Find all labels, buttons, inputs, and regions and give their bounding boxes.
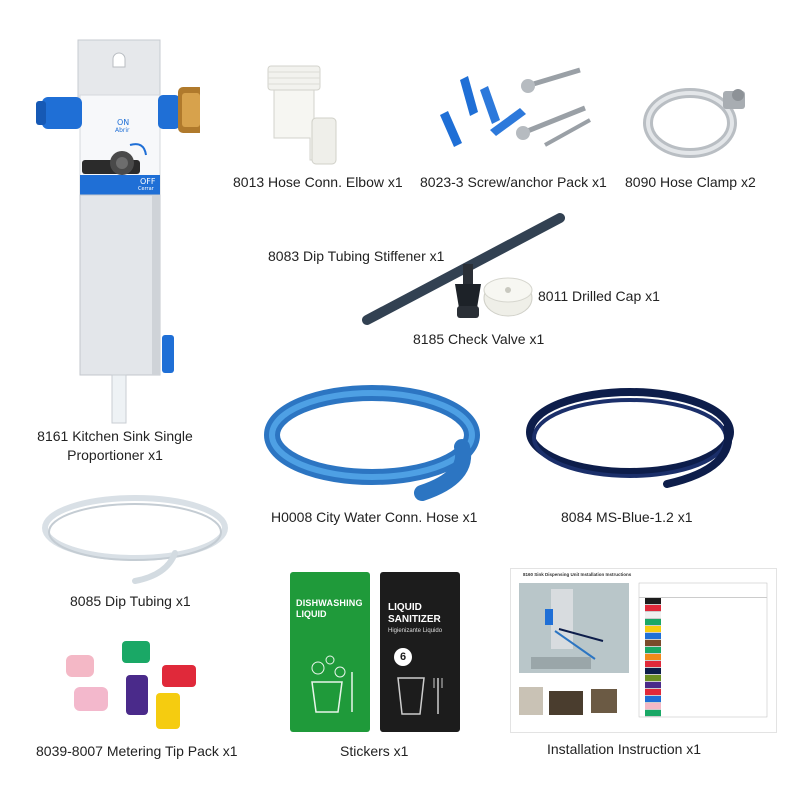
tip-purple <box>126 675 148 715</box>
sticker-green-title-2: LIQUID <box>296 609 327 619</box>
sticker-black-number: 6 <box>394 648 412 666</box>
sticker-green-card: DISHWASHING LIQUID <box>290 572 370 732</box>
stiffener-caption: 8083 Dip Tubing Stiffener x1 <box>268 248 445 264</box>
proportioner-caption: 8161 Kitchen Sink Single Proportioner x1 <box>30 427 200 465</box>
sticker-black-illustration <box>397 677 443 715</box>
drilled-cap-caption: 8011 Drilled Cap x1 <box>538 288 660 304</box>
instruction-table <box>639 591 767 717</box>
proportioner-image <box>36 39 204 424</box>
clamp-image <box>643 88 745 158</box>
drilled-cap-image <box>483 277 533 317</box>
sticker-black-subtitle: Higienizante Liquido <box>388 628 443 634</box>
instruction-sheet-graphics <box>519 582 768 718</box>
off-label: OFF <box>140 177 156 186</box>
tip-pink-1 <box>66 655 94 677</box>
sticker-black-title-2: SANITIZER <box>388 614 441 625</box>
check-valve-caption: 8185 Check Valve x1 <box>413 331 545 347</box>
tip-pink-2 <box>74 687 108 711</box>
stickers-caption: Stickers x1 <box>340 743 409 759</box>
off-sub-label: Cerrar <box>138 186 154 192</box>
proportioner-caption-line2: Proportioner x1 <box>67 447 163 463</box>
screws-image <box>440 67 591 147</box>
on-sub-label: Abrir <box>115 127 130 134</box>
clamp-caption: 8090 Hose Clamp x2 <box>625 174 756 190</box>
ms-blue-caption: 8084 MS-Blue-1.2 x1 <box>561 509 693 525</box>
city-hose-caption: H0008 City Water Conn. Hose x1 <box>271 509 478 525</box>
ms-blue-image <box>526 388 734 488</box>
proportioner-caption-line1: 8161 Kitchen Sink Single <box>37 428 193 444</box>
on-label: ON <box>117 118 130 127</box>
dip-tubing-image <box>42 495 228 584</box>
sticker-black-title-1: LIQUID <box>388 602 422 613</box>
city-hose-image <box>264 385 480 501</box>
instruction-sheet: 8160 Sink Dispensing Unit Installation I… <box>510 568 777 733</box>
elbow-image <box>267 65 337 165</box>
elbow-caption: 8013 Hose Conn. Elbow x1 <box>233 174 403 190</box>
tips-caption: 8039-8007 Metering Tip Pack x1 <box>36 743 238 759</box>
sticker-green-illustration <box>311 655 353 713</box>
instructions-caption: Installation Instruction x1 <box>547 741 702 757</box>
check-valve-image <box>455 264 481 318</box>
sticker-black-card: LIQUID SANITIZER Higienizante Liquido 6 <box>380 572 460 732</box>
instruction-doc-title: 8160 Sink Dispensing Unit Installation I… <box>523 572 632 577</box>
sticker-green-title-1: DISHWASHING <box>296 598 363 608</box>
tip-yellow <box>156 693 180 729</box>
dip-tubing-caption: 8085 Dip Tubing x1 <box>70 593 191 609</box>
screws-caption: 8023-3 Screw/anchor Pack x1 <box>420 174 607 190</box>
tip-red <box>162 665 196 687</box>
proportioner-item: ON Abrir OFF Cerrar <box>30 35 204 425</box>
tip-green <box>122 641 150 663</box>
tips-image <box>66 641 196 729</box>
